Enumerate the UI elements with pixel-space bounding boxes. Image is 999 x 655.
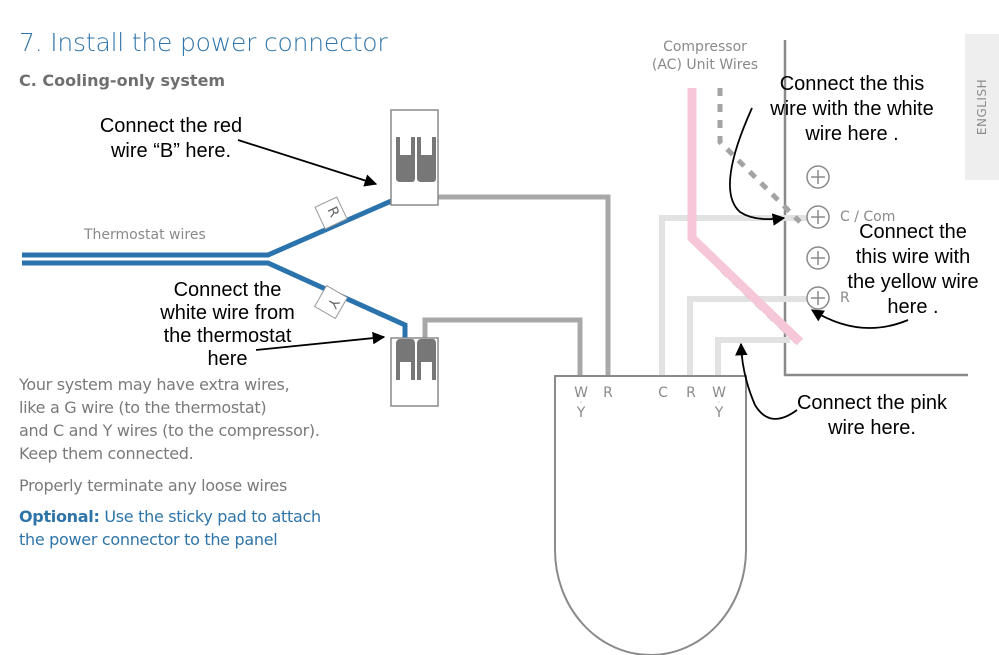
- annotation-white-wire-compressor: Connect the this wire with the white wir…: [752, 72, 952, 147]
- note-line: and C and Y wires (to the compressor).: [19, 421, 320, 440]
- thermostat-wire-upper: [22, 178, 408, 258]
- note-line: Your system may have extra wires,: [19, 375, 290, 394]
- annotation-yellow-wire: Connect the this wire with the yellow wi…: [838, 220, 988, 320]
- panel-terminal-r: [806, 286, 830, 310]
- annotation-white-wire-thermostat: Connect the white wire from the thermost…: [150, 279, 305, 371]
- note-line: like a G wire (to the thermostat): [19, 398, 267, 417]
- annotation-line: here: [207, 348, 248, 370]
- annotation-line: wire with the white: [770, 98, 934, 120]
- annotation-line: Connect the this: [779, 73, 925, 95]
- terminal-label-c-com: C / Com: [840, 209, 896, 225]
- arrow-yellow-wire: [810, 309, 909, 329]
- arrow-white-wire-thermostat: [255, 331, 386, 351]
- note-optional-line2: the power connector to the panel: [19, 530, 278, 549]
- wire-tag-r: [314, 196, 348, 230]
- note-extra-wires: Your system may have extra wires, like a…: [19, 373, 320, 465]
- note-optional-line1: Optional: Use the sticky pad to attach: [19, 505, 321, 528]
- compressor-dashed-wire: [717, 88, 802, 224]
- arrow-red-wire: [237, 139, 378, 187]
- grey-wire-wy: [422, 317, 583, 376]
- annotation-line: here .: [887, 296, 939, 318]
- panel-terminal-3: [806, 246, 830, 270]
- terminal-top: W: [574, 385, 588, 401]
- note-line: Keep them connected.: [19, 444, 194, 463]
- terminal-dot: ·: [717, 398, 721, 407]
- light-wire-wy: [715, 337, 790, 376]
- connector-terminal-wy-left: W · Y: [573, 386, 589, 420]
- page-title: 7. Install the power connector: [19, 28, 388, 57]
- annotation-line: wire “B” here.: [110, 140, 232, 162]
- panel-terminal-c-com: [806, 205, 830, 229]
- terminal-label-r: R: [840, 290, 850, 306]
- arrow-pink-wire: [735, 342, 798, 420]
- annotation-line: wire here.: [828, 417, 916, 439]
- wire-nut-lower: [390, 337, 439, 407]
- terminal-top: W: [712, 385, 726, 401]
- annotation-line: Connect the: [173, 279, 282, 301]
- annotation-line: the thermostat: [163, 325, 292, 347]
- language-tab[interactable]: ENGLISH: [965, 34, 999, 180]
- panel-wall: [783, 40, 968, 377]
- compressor-label-line1: Compressor: [663, 39, 747, 55]
- arrow-white-wire-compressor: [729, 107, 786, 226]
- terminal-dot: ·: [579, 398, 583, 407]
- terminal-bottom: Y: [576, 405, 586, 421]
- connector-terminal-c: C: [658, 385, 668, 401]
- annotation-line: the yellow wire: [847, 271, 979, 293]
- terminal-bottom: Y: [714, 405, 724, 421]
- connector-terminal-r-left: R: [603, 385, 613, 401]
- annotation-red-wire: Connect the red wire “B” here.: [85, 114, 257, 164]
- optional-text: Use the sticky pad to attach: [99, 507, 321, 526]
- thermostat-wires-label: Thermostat wires: [84, 227, 206, 243]
- pink-wire: [687, 88, 804, 346]
- annotation-line: this wire with: [855, 246, 971, 268]
- language-tab-label: ENGLISH: [975, 78, 989, 136]
- annotation-line: Connect the pink: [796, 392, 948, 414]
- note-terminate-wires: Properly terminate any loose wires: [19, 476, 288, 495]
- wire-nut-upper: [390, 109, 439, 206]
- connector-terminal-r-right: R: [686, 385, 696, 401]
- note-optional: Optional: Use the sticky pad to attach t…: [19, 505, 321, 551]
- annotation-line: Connect the red: [99, 115, 243, 137]
- optional-label: Optional:: [19, 507, 100, 526]
- annotation-line: white wire from: [160, 302, 295, 324]
- connector-terminal-wy-right: W · Y: [711, 386, 727, 420]
- compressor-label: Compressor (AC) Unit Wires: [630, 38, 780, 74]
- annotation-pink-wire: Connect the pink wire here.: [782, 391, 962, 441]
- section-subtitle: C. Cooling-only system: [19, 71, 226, 90]
- panel-terminal-1: [806, 165, 830, 189]
- annotation-line: wire here .: [805, 123, 899, 145]
- wire-tag-y: [313, 284, 349, 320]
- annotation-line: Connect the: [859, 221, 967, 243]
- compressor-label-line2: (AC) Unit Wires: [651, 57, 759, 73]
- light-wire-r: [687, 296, 808, 376]
